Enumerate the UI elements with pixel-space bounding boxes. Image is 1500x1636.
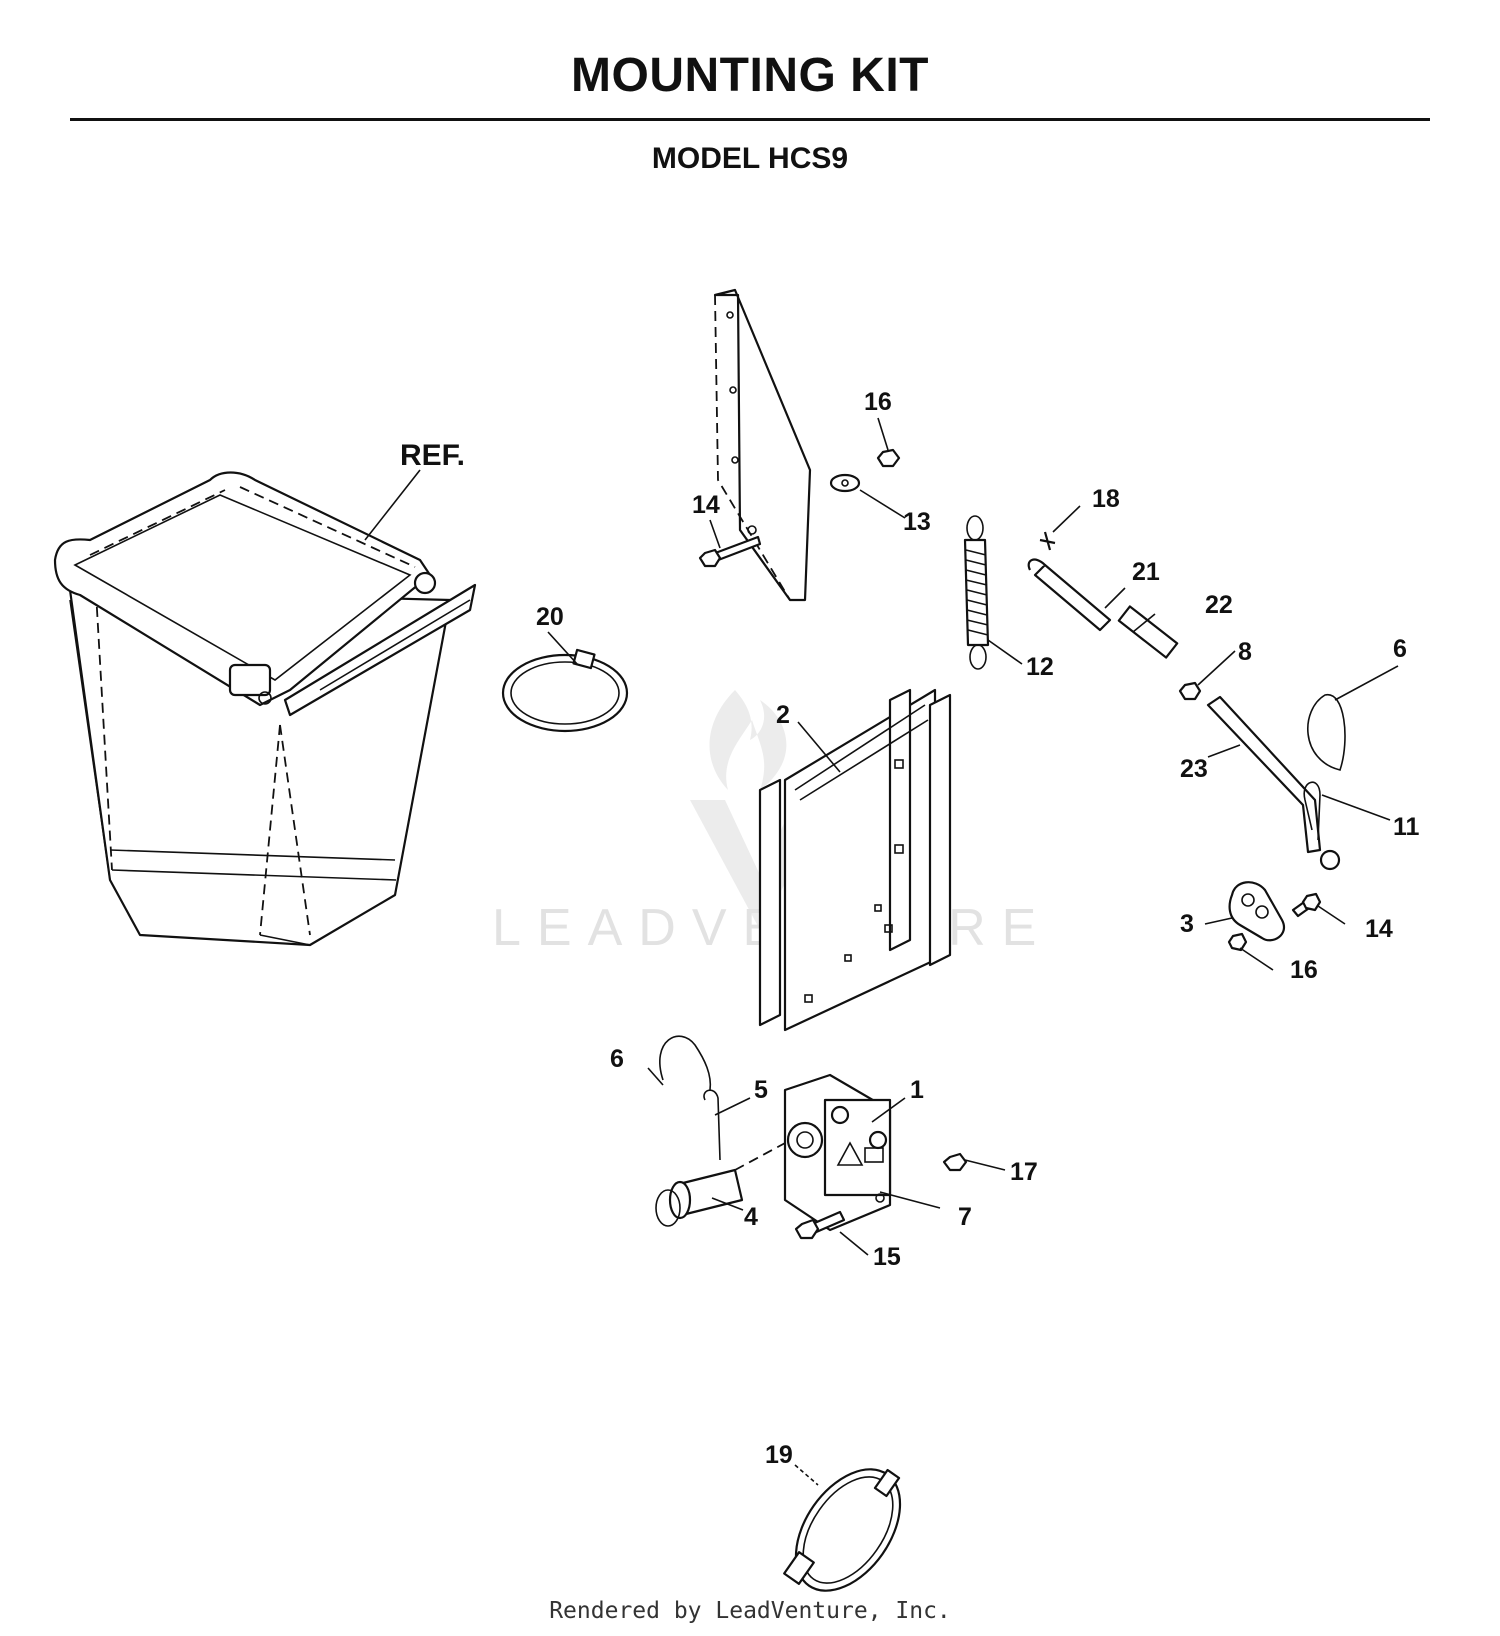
part-8-nut [1178, 681, 1202, 701]
callout-13: 13 [903, 508, 931, 536]
part-2-mounting-frame [758, 688, 952, 1032]
callout-7: 7 [958, 1203, 972, 1231]
callout-14-upper: 14 [692, 491, 720, 519]
callout-6-upper: 6 [1393, 635, 1407, 663]
callout-20: 20 [536, 603, 564, 631]
lift-rod-assembly [1027, 558, 1341, 871]
page-title: MOUNTING KIT [571, 49, 929, 102]
part-3-pivot-plate [1227, 881, 1322, 952]
callout-22: 22 [1205, 591, 1233, 619]
part-20-hose-clamp [501, 648, 629, 733]
callout-17: 17 [1010, 1158, 1038, 1186]
callout-19: 19 [765, 1441, 793, 1469]
callout-2: 2 [776, 701, 790, 729]
footer-credit: Rendered by LeadVenture, Inc. [549, 1598, 951, 1624]
leader-lines [364, 417, 1399, 1486]
hardware-upper [698, 448, 901, 568]
title-divider [70, 118, 1430, 121]
callout-14-lower: 14 [1365, 915, 1393, 943]
callout-labels: REF. 20 16 13 14 18 12 21 22 8 6 23 11 3… [400, 388, 1420, 1469]
callout-21: 21 [1132, 558, 1160, 586]
callout-6-lower: 6 [610, 1045, 624, 1073]
callout-8: 8 [1238, 638, 1252, 666]
callout-12: 12 [1026, 653, 1054, 681]
callout-16-lower: 16 [1290, 956, 1318, 984]
part-1-hitch-bracket [783, 1073, 968, 1240]
callout-16-upper: 16 [864, 388, 892, 416]
callout-3: 3 [1180, 910, 1194, 938]
hardware-right [1303, 694, 1346, 841]
part-19-hose-clamp [783, 1468, 902, 1592]
grass-catcher-bag [53, 471, 477, 947]
callout-4: 4 [744, 1203, 758, 1231]
part-12-extension-spring [963, 515, 990, 670]
lower-pin-hardware [655, 1035, 801, 1227]
callout-15: 15 [873, 1243, 901, 1271]
callout-23: 23 [1180, 755, 1208, 783]
model-subtitle: MODEL HCS9 [651, 142, 849, 175]
callout-18: 18 [1092, 485, 1120, 513]
callout-5: 5 [754, 1076, 768, 1104]
mounting-bracket-plate [713, 288, 812, 602]
part-18-hairpin [1039, 531, 1056, 551]
callout-ref: REF. [400, 439, 465, 472]
callout-1: 1 [910, 1076, 924, 1104]
callout-11: 11 [1393, 813, 1420, 841]
